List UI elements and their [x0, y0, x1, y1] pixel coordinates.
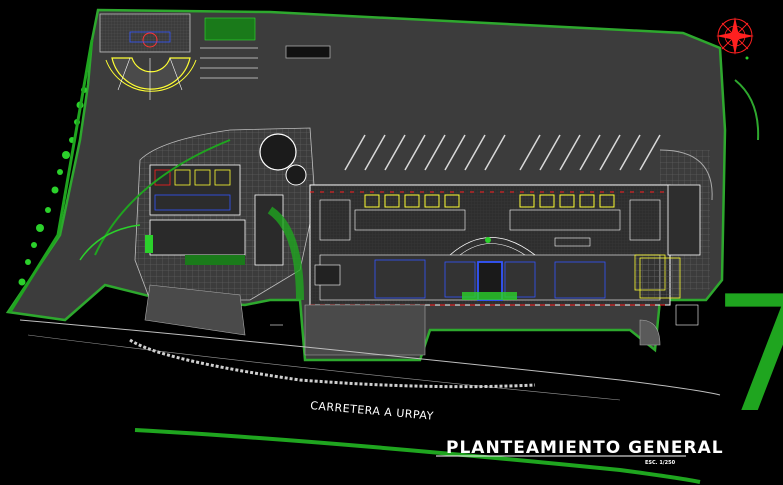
top-vegetation-block [204, 17, 256, 41]
drawing-title: PLANTEAMIENTO GENERAL [446, 438, 724, 458]
right-plaza-curve [659, 149, 713, 201]
sheet-number: 7 [712, 261, 783, 448]
bus-bays [344, 134, 661, 171]
north-east-curve [734, 79, 760, 141]
green-arc-outer [267, 206, 304, 301]
north-arrow-icon [716, 17, 754, 60]
green-arc-inner [94, 139, 231, 256]
bus-shelter [285, 45, 331, 59]
circular-pavilion [99, 13, 197, 100]
road-edge-mid [27, 334, 621, 401]
green-arc-lower [79, 224, 141, 261]
drawing-scale: ESC. 1/250 [645, 460, 676, 466]
left-green-edge [8, 39, 94, 313]
road-edge-upper [19, 319, 721, 396]
top-parking [200, 47, 258, 79]
median-strip [129, 338, 536, 389]
lower-platform [144, 284, 426, 356]
east-wing [639, 184, 701, 346]
left-building-complex [134, 127, 316, 301]
main-terminal [309, 184, 671, 306]
road-label: CARRETERA A URPAY [310, 399, 435, 423]
